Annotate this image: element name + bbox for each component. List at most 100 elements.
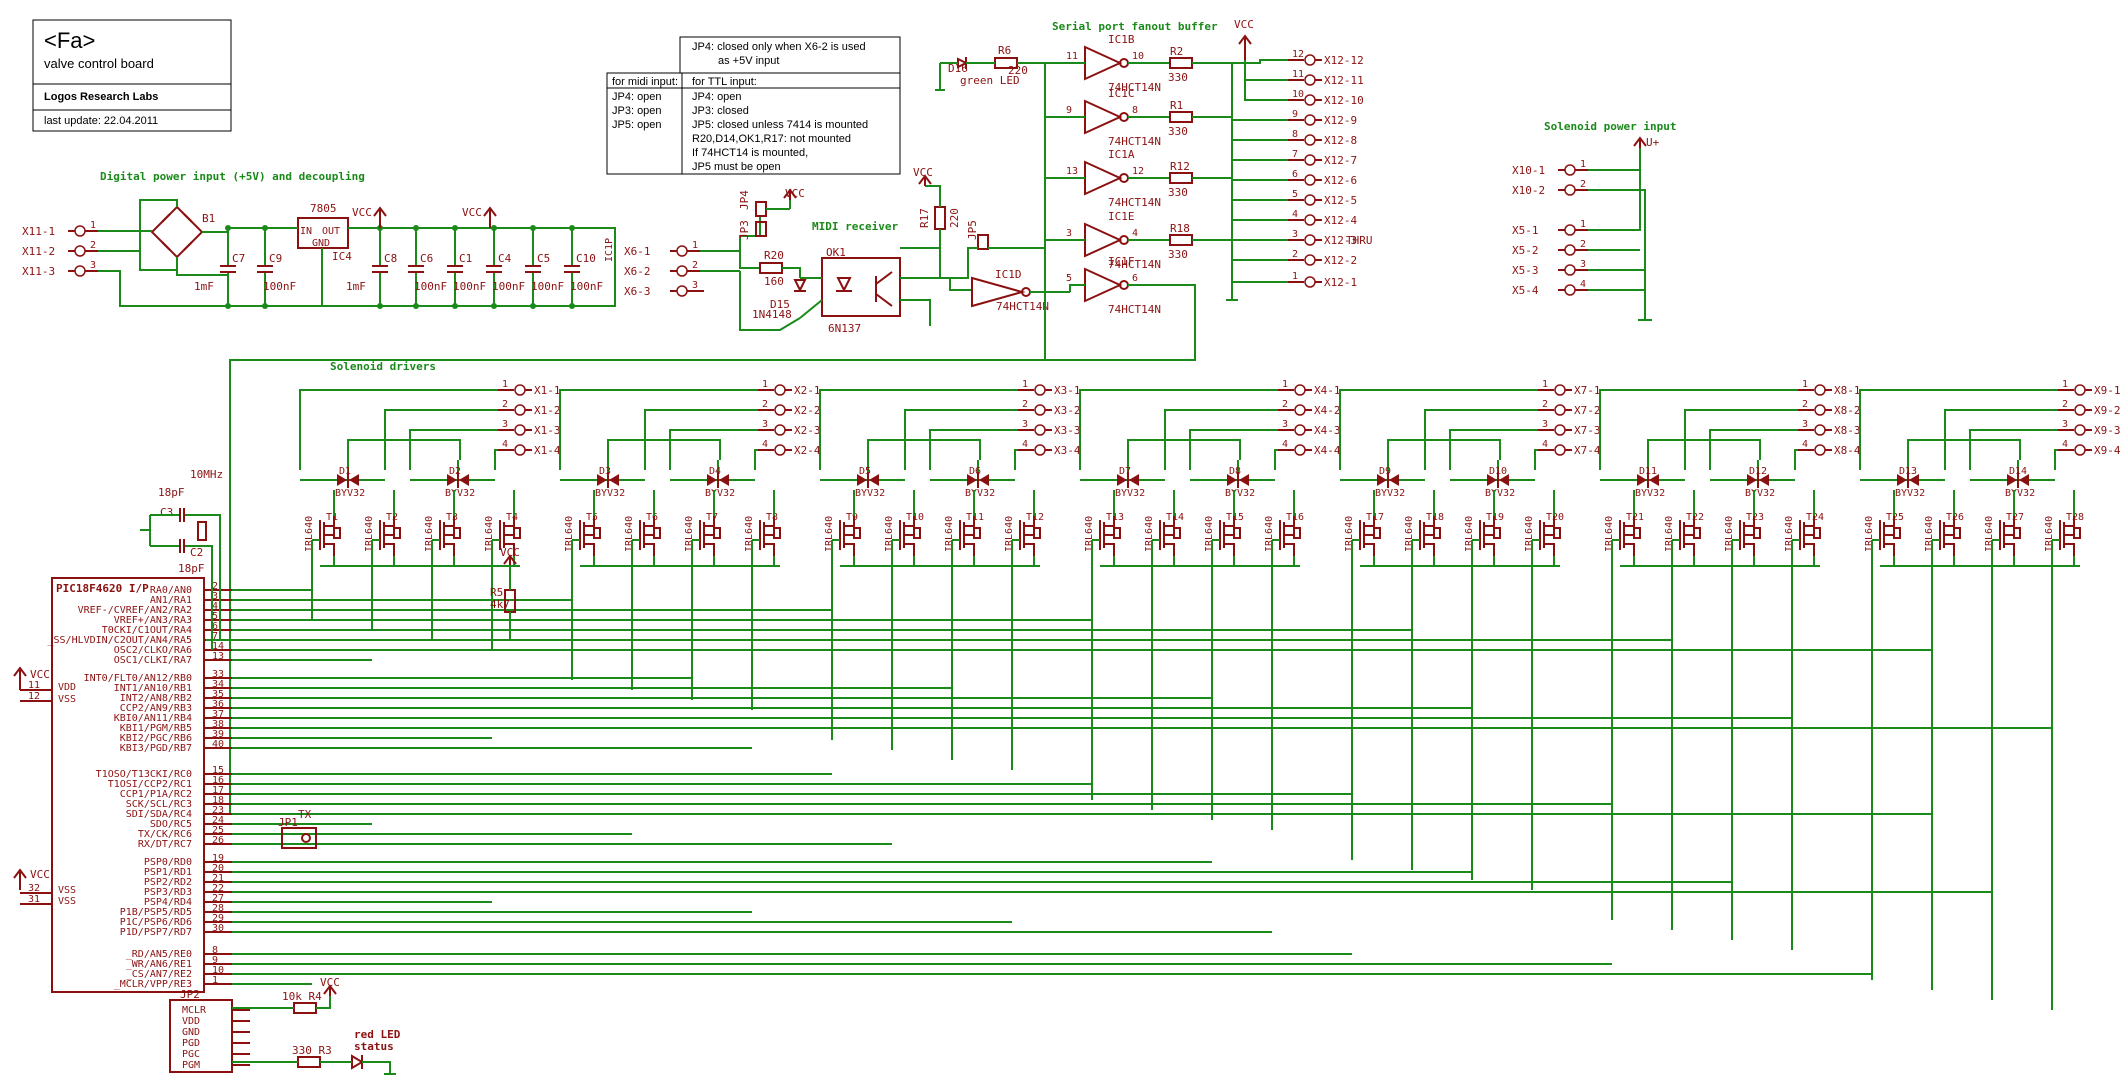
- resistor-r3: [297, 1056, 321, 1068]
- heading-digital-power: Digital power input (+5V) and decoupling: [100, 170, 365, 183]
- mcu-pin-name: PSP2/RD2: [144, 877, 192, 888]
- mcu-pin-name: PSP0/RD0: [144, 857, 192, 868]
- x5-pin-label: X5-3: [1512, 264, 1539, 277]
- mcu-pin-number: 29: [212, 913, 224, 924]
- x12-pin-num: 7: [1292, 149, 1298, 160]
- mosfet-value: IRL640: [2044, 516, 2055, 552]
- solenoid-connector-pin-num: 3: [1022, 419, 1028, 430]
- mcu-pin-number: 3: [212, 591, 218, 602]
- inverter-ic1d: IC1D 74HCT14N: [971, 268, 1049, 313]
- mcu-pin-name: P1D/PSP7/RD7: [120, 927, 192, 938]
- solenoid-connector-pin-num: 4: [1282, 439, 1288, 450]
- inverter-out-pin: 12: [1132, 166, 1144, 177]
- mcu-pin-number: 14: [212, 641, 224, 652]
- mosfet-label: T28: [2066, 512, 2084, 523]
- diode-label: D14: [2009, 466, 2027, 477]
- mosfet-value: IRL640: [304, 516, 315, 552]
- jp4-note-2: as +5V input: [718, 55, 779, 67]
- inverter-value: 74HCT14N: [1108, 135, 1161, 148]
- solenoid-connector-pin-num: 2: [762, 399, 768, 410]
- diode-value: BYV32: [965, 488, 995, 499]
- diode-label: D2: [449, 466, 461, 477]
- mcu-pin-name: RA0/AN0: [150, 585, 192, 596]
- solenoid-connector-pin-label: X7-4: [1574, 444, 1601, 457]
- r3-label: 330 R3: [292, 1044, 332, 1057]
- resistor-value: 330: [1168, 125, 1188, 138]
- x12-pin-label: X12-6: [1324, 174, 1357, 187]
- solenoid-connector-pin-label: X3-1: [1054, 384, 1081, 397]
- mcu-pin-number: 19: [212, 853, 224, 864]
- mcu-pin-name: SDI/SDA/RC4: [126, 809, 192, 820]
- x12-pin-label: X12-5: [1324, 194, 1357, 207]
- mosfet-label: T22: [1686, 512, 1704, 523]
- ic1d-label: IC1D: [995, 268, 1022, 281]
- r17-label: R17: [918, 208, 931, 228]
- midi-line: JP5: open: [612, 119, 662, 131]
- x11-pin-label: X11-1: [22, 225, 55, 238]
- jumper-jp5: JP5: [966, 220, 989, 250]
- mcu-pin-number: 6: [212, 621, 218, 632]
- mosfet-label: T8: [766, 512, 778, 523]
- mosfet-label: T5: [586, 512, 598, 523]
- mosfet-label: T24: [1806, 512, 1824, 523]
- x12-pin-num: 9: [1292, 109, 1298, 120]
- vcc-text: VCC: [1234, 18, 1254, 31]
- x11-pin-num: 1: [90, 220, 96, 231]
- vss-label: VSS: [58, 896, 76, 907]
- solenoid-connector-pin-num: 2: [1542, 399, 1548, 410]
- resistor-value: 330: [1168, 248, 1188, 261]
- jp4-note: JP4: closed only when X6-2 is used: [692, 41, 866, 53]
- x6-pin: 3X6-3: [624, 280, 704, 298]
- vcc-symbol-r5: VCC: [500, 546, 520, 565]
- r4-label: 10k R4: [282, 990, 322, 1003]
- mosfet-label: T3: [446, 512, 458, 523]
- mcu-pin-number: 35: [212, 689, 224, 700]
- d15-label: D15: [770, 298, 790, 311]
- uplus-text: U+: [1646, 136, 1660, 149]
- mcu-pin-name: INT0/FLT0/AN12/RB0: [84, 673, 192, 684]
- mosfet-label: T11: [966, 512, 984, 523]
- x10-pin-label: X10-1: [1512, 164, 1545, 177]
- mcu-pin-number: 18: [212, 795, 224, 806]
- uplus-symbol: U+: [1633, 136, 1660, 149]
- x11-pin-label: X11-3: [22, 265, 55, 278]
- solenoid-connector-pin-label: X2-4: [794, 444, 821, 457]
- ok1-label: OK1: [826, 246, 846, 259]
- mcu-pin-number: 1: [212, 975, 218, 986]
- diode-d15: D15 1N4148: [752, 279, 807, 321]
- midi-head: for midi input:: [612, 76, 678, 88]
- cap-label: C4: [498, 252, 512, 265]
